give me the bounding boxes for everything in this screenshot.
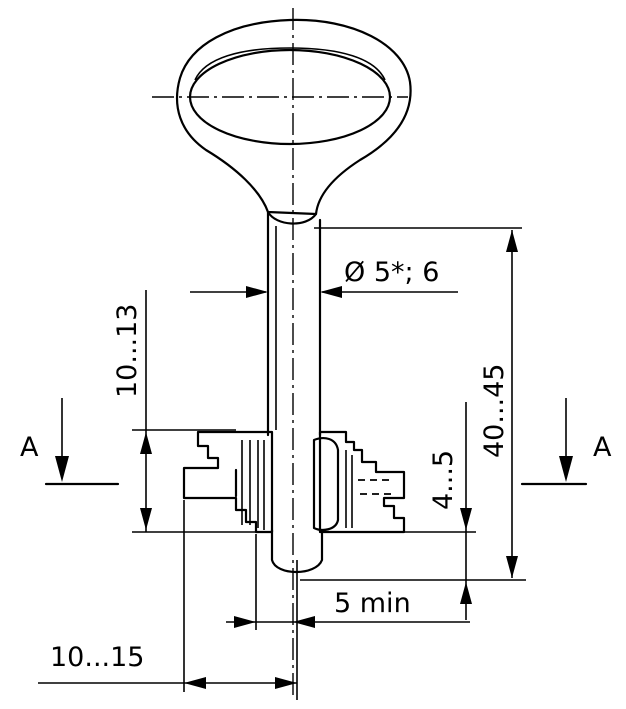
bit-height-dimension: 10...13 — [112, 290, 272, 533]
tip-length-dimension: 5 min — [226, 534, 470, 630]
diameter-arrow-left — [246, 286, 268, 298]
section-arrow-left — [55, 456, 69, 482]
step-dimension: 4...5 — [404, 402, 476, 620]
key-bow — [176, 18, 412, 225]
length-label: 40...45 — [479, 364, 510, 458]
bit-offset-label: 10...15 — [50, 642, 144, 673]
step-arrow-bottom — [460, 582, 472, 604]
bit-height-label: 10...13 — [112, 304, 143, 398]
bit-offset-dimension: 10...15 — [38, 500, 298, 700]
bit-right-cutout — [312, 437, 340, 531]
step-label: 4...5 — [428, 450, 459, 510]
offset-arrow-left — [184, 677, 206, 689]
section-label-right: A — [593, 432, 612, 463]
bow-neck-fillet — [266, 210, 318, 225]
section-marker-left: A — [20, 398, 120, 486]
bow-outer-outline — [176, 18, 412, 216]
bow-inner-shading — [194, 47, 386, 81]
offset-arrow-right — [275, 677, 297, 689]
section-label-left: A — [20, 432, 39, 463]
bow-inner-opening — [188, 48, 392, 146]
bit-height-arrow-bottom — [140, 508, 152, 530]
bit-height-arrow-top — [140, 432, 152, 454]
tip-arrow-left — [234, 616, 256, 628]
tip-arrow-right — [293, 616, 315, 628]
section-arrow-right — [559, 456, 573, 482]
section-marker-right: A — [520, 398, 612, 486]
length-arrow-top — [506, 230, 518, 252]
key-bit — [182, 430, 406, 534]
tip-length-label: 5 min — [334, 588, 411, 619]
bit-right-ward — [318, 430, 406, 534]
center-lines — [152, 8, 408, 700]
step-arrow-top — [460, 508, 472, 530]
diameter-arrow-right — [320, 286, 342, 298]
length-dimension: 40...45 — [300, 227, 526, 581]
diameter-label: Ø 5*; 6 — [344, 257, 439, 288]
diameter-dimension: Ø 5*; 6 — [190, 257, 458, 298]
length-arrow-bottom — [506, 556, 518, 578]
